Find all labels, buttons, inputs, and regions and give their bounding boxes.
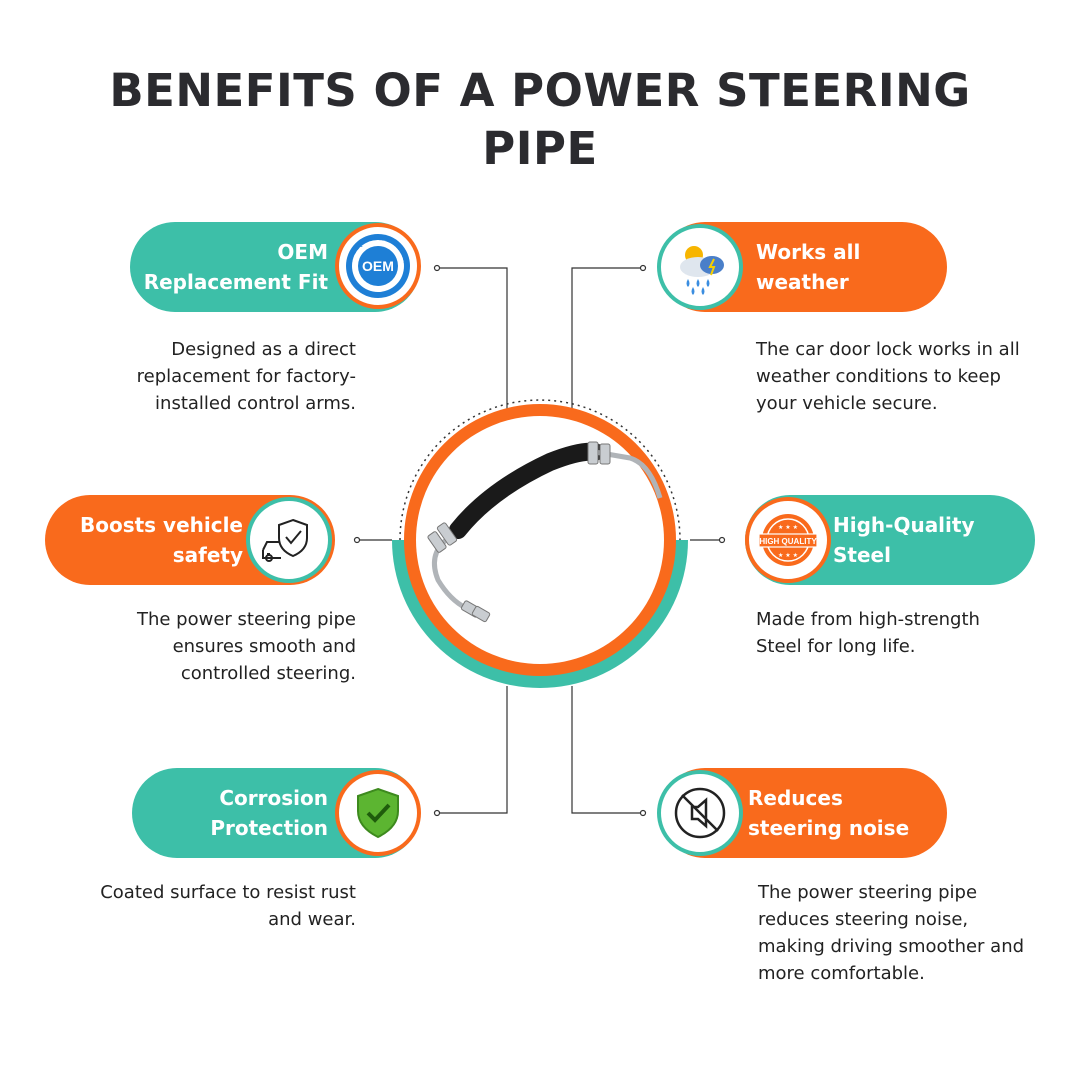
desc-line: controlled steering. bbox=[180, 663, 356, 684]
benefit-corrosion-description: Coated surface to resist rust and wear. bbox=[100, 879, 356, 933]
benefit-noise-title-1: Reduces bbox=[748, 786, 843, 810]
title-line-2: PIPE bbox=[482, 122, 598, 175]
svg-text:★ ★ ★: ★ ★ ★ bbox=[778, 524, 798, 531]
benefit-safety-title-1: Boosts vehicle bbox=[79, 513, 243, 537]
desc-line: more comfortable. bbox=[758, 963, 925, 984]
benefit-corrosion-title-1: Corrosion bbox=[219, 786, 328, 810]
benefit-noise-description: The power steering pipe reduces steering… bbox=[758, 879, 1024, 987]
desc-line: The power steering pipe bbox=[136, 609, 356, 630]
power-steering-pipe-image bbox=[427, 441, 663, 623]
desc-line: making driving smoother and bbox=[758, 936, 1025, 957]
muted-speaker-icon bbox=[657, 770, 743, 856]
benefit-safety-description: The power steering pipe ensures smooth a… bbox=[137, 606, 356, 687]
desc-line: your vehicle secure. bbox=[756, 393, 938, 414]
weather-icon bbox=[657, 224, 743, 310]
oem-seal-text: OEM bbox=[362, 258, 394, 274]
benefit-noise-title-2: steering noise bbox=[748, 816, 910, 840]
desc-line: Made from high-strength bbox=[756, 609, 980, 630]
desc-line: reduces steering noise, bbox=[758, 909, 969, 930]
benefit-weather-description: The car door lock works in all weather c… bbox=[756, 336, 1020, 417]
desc-line: replacement for factory- bbox=[136, 366, 356, 387]
oem-seal-icon: OEM ORIGINAL EQUIPMENT MANUFACTURER bbox=[335, 223, 421, 309]
benefit-oem-title-2: Replacement Fit bbox=[143, 270, 328, 294]
benefit-steel-description: Made from high-strength Steel for long l… bbox=[756, 606, 980, 660]
car-shield-icon bbox=[246, 497, 332, 583]
quality-stamp-icon: HIGH QUALITY ★ ★ ★ ★ ★ ★ bbox=[745, 497, 831, 583]
desc-line: installed control arms. bbox=[155, 393, 356, 414]
desc-line: weather conditions to keep bbox=[756, 366, 1001, 387]
desc-line: ensures smooth and bbox=[172, 636, 356, 657]
benefit-oem-title-1: OEM bbox=[277, 240, 328, 264]
desc-line: Coated surface to resist rust bbox=[100, 882, 356, 903]
check-shield-icon bbox=[335, 770, 421, 856]
benefit-steel-title-2: Steel bbox=[833, 543, 891, 567]
title-line-1: BENEFITS OF A POWER STEERING bbox=[109, 64, 971, 117]
page-title: BENEFITS OF A POWER STEERING PIPE bbox=[90, 62, 990, 178]
benefit-oem-description: Designed as a direct replacement for fac… bbox=[137, 336, 356, 417]
benefit-corrosion-title-2: Protection bbox=[210, 816, 328, 840]
desc-line: Steel for long life. bbox=[756, 636, 916, 657]
desc-line: The car door lock works in all bbox=[756, 339, 1020, 360]
center-product-circle bbox=[392, 399, 688, 688]
desc-line: Designed as a direct bbox=[171, 339, 356, 360]
desc-line: and wear. bbox=[268, 909, 356, 930]
benefit-weather-title-2: weather bbox=[756, 270, 849, 294]
benefit-steel-title-1: High-Quality bbox=[833, 513, 975, 537]
desc-line: The power steering pipe bbox=[758, 882, 978, 903]
quality-stamp-text: HIGH QUALITY bbox=[759, 537, 817, 546]
svg-text:★ ★ ★: ★ ★ ★ bbox=[778, 552, 798, 559]
benefit-safety-title-2: safety bbox=[172, 543, 243, 567]
benefit-weather-title-1: Works all bbox=[756, 240, 861, 264]
